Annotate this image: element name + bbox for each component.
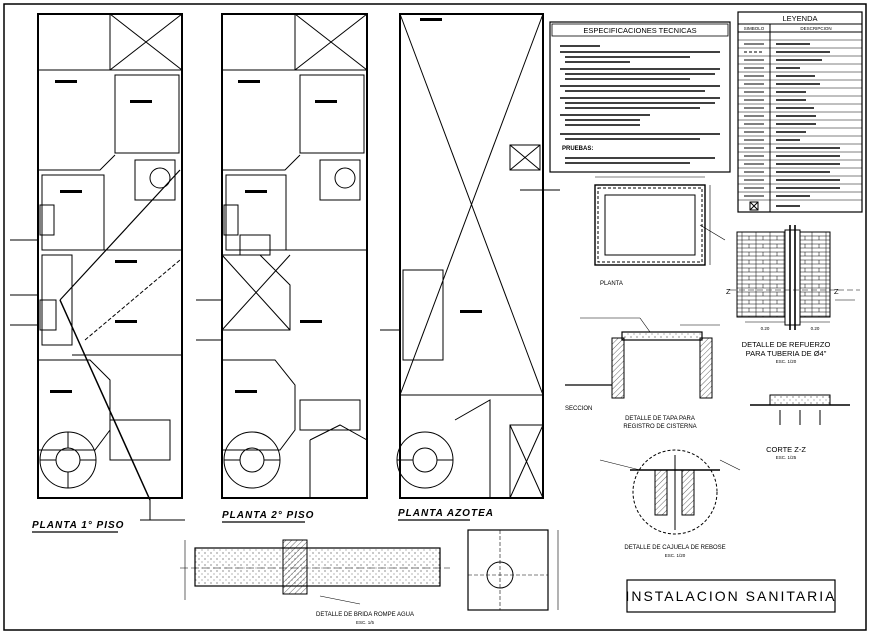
dim-right: 0.20 bbox=[811, 326, 820, 331]
tank-lid-title-1: DETALLE DE TAPA PARA bbox=[625, 416, 695, 422]
cut-scale: ESC. 1/25 bbox=[776, 455, 797, 460]
reinforce-title-2: PARA TUBERIA DE Ø4" bbox=[746, 349, 827, 358]
roof-tags bbox=[420, 18, 482, 313]
flange-title: DETALLE DE BRIDA ROMPE AGUA bbox=[316, 612, 414, 618]
title-first-floor: PLANTA 1° PISO bbox=[32, 520, 124, 531]
overflow-title: DETALLE DE CAJUELA DE REBOSE bbox=[624, 545, 725, 551]
reinforce-title-1: DETALLE DE REFUERZO bbox=[742, 340, 831, 349]
overflow-scale: ESC. 1/20 bbox=[665, 553, 686, 558]
plan1-room-tags bbox=[50, 80, 152, 393]
legend-col-symbol: SIMBOLO bbox=[744, 26, 765, 31]
z-left-label: Z bbox=[726, 287, 731, 296]
tank-plan-label: PLANTA bbox=[600, 281, 623, 287]
tank-lid-title-2: REGISTRO DE CISTERNA bbox=[623, 424, 696, 430]
legend-col-desc: DESCRIPCION bbox=[800, 26, 831, 31]
title-block bbox=[626, 579, 836, 613]
overflow-box-detail bbox=[599, 449, 741, 535]
specs-title: ESPECIFICACIONES TECNICAS bbox=[583, 26, 696, 35]
title-second-floor: PLANTA 2° PISO bbox=[222, 510, 314, 521]
plan-first-floor bbox=[10, 13, 185, 521]
tank-section-label: SECCION bbox=[565, 406, 592, 412]
specs-box bbox=[549, 21, 731, 173]
flange-scale: ESC. 1/5 bbox=[356, 620, 375, 625]
cut-title: CORTE Z-Z bbox=[766, 445, 806, 454]
legend-rows bbox=[738, 39, 862, 211]
legend-title: LEYENDA bbox=[782, 14, 817, 23]
plan-roof bbox=[380, 13, 560, 499]
z-right-label: Z bbox=[834, 287, 839, 296]
plan2-room-tags bbox=[235, 80, 337, 393]
flange-detail bbox=[180, 539, 450, 605]
dim-left: 0.20 bbox=[761, 326, 770, 331]
tank-plan-detail bbox=[594, 176, 726, 266]
tank-lid-section bbox=[565, 317, 720, 399]
reinforce-scale: ESC. 1/20 bbox=[776, 359, 797, 364]
sheet-border bbox=[3, 3, 867, 631]
sheet-title: INSTALACION SANITARIA bbox=[625, 588, 836, 604]
plan-second-floor bbox=[196, 13, 368, 499]
cut-zz-detail bbox=[750, 394, 850, 425]
specs-tests-heading: PRUEBAS: bbox=[562, 146, 593, 152]
reinforcement-detail bbox=[730, 225, 860, 330]
bottom-pipe-plan bbox=[467, 529, 559, 611]
title-roof: PLANTA AZOTEA bbox=[398, 508, 494, 519]
